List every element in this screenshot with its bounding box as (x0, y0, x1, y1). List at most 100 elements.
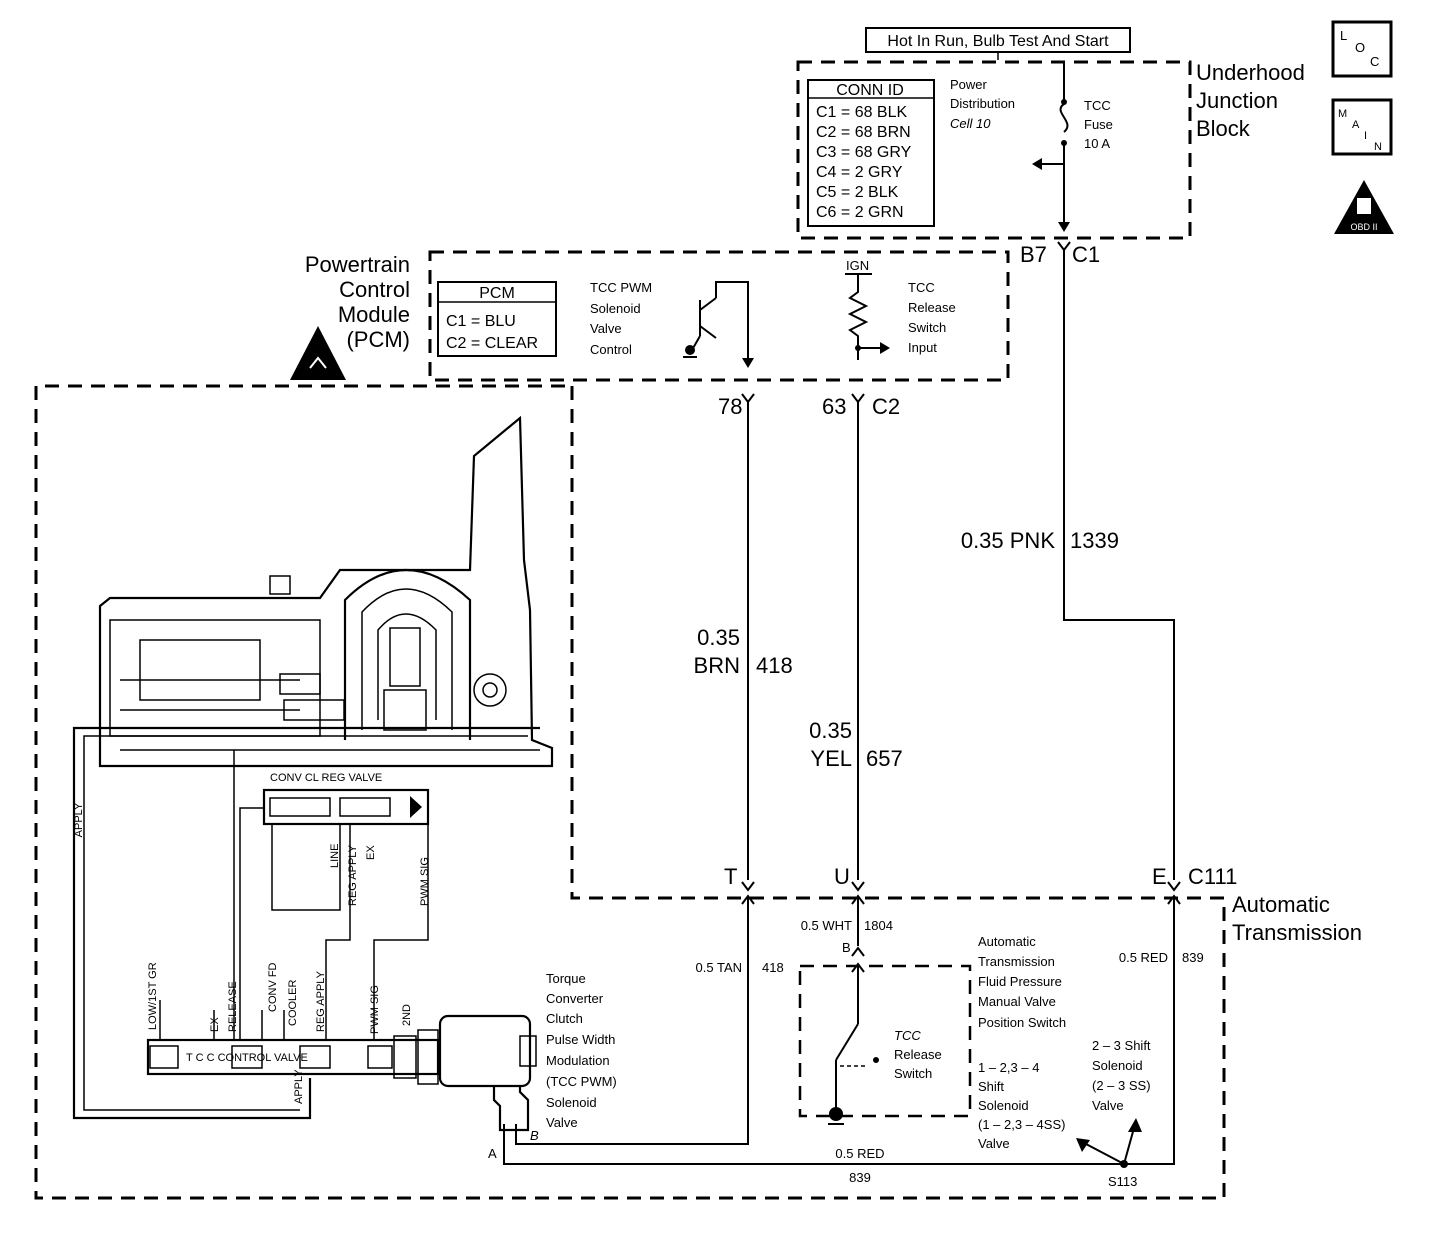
conn-row: C6 = 2 GRN (816, 204, 904, 221)
main-icon-a: A (1352, 119, 1360, 131)
solenoid-label-1: Torque (546, 971, 586, 986)
shift23-lead (1123, 1127, 1135, 1165)
port-label: 2ND (401, 1004, 413, 1026)
pin-78: 78 (718, 394, 742, 419)
valve-plug (393, 1035, 417, 1079)
pressure-switch-label-2: Transmission (978, 954, 1055, 969)
yel-color-label: YEL (810, 746, 852, 771)
port-label: COOLER (287, 979, 299, 1026)
red-right-circuit: 839 (1182, 950, 1204, 965)
hot-in-run-label: Hot In Run, Bulb Test And Start (887, 33, 1109, 50)
tcc-pwm-solenoid (438, 1014, 532, 1088)
ground-icon (829, 1107, 843, 1121)
solenoid-label-5: Modulation (546, 1053, 610, 1068)
pump-gear (473, 673, 507, 707)
transistor-collector (699, 297, 717, 311)
pin-e: E (1152, 864, 1167, 889)
wht-circuit: 1804 (864, 918, 893, 933)
shift23-label-4: Valve (1092, 1098, 1124, 1113)
stator (383, 689, 427, 731)
pcm-conn-row: C2 = CLEAR (446, 335, 538, 352)
pcm-title-4: (PCM) (346, 327, 410, 352)
cell-label: Cell 10 (950, 116, 991, 131)
pwm-output-wire (715, 281, 749, 360)
junction-title-2: Junction (1196, 88, 1278, 113)
valve-land (149, 1045, 179, 1069)
pwm-label-1: TCC PWM (590, 280, 652, 295)
solenoid-label-6: (TCC PWM) (546, 1074, 617, 1089)
connector-chevron (851, 894, 865, 905)
obd-icon-badge (1357, 198, 1371, 214)
transmission-cutaway-illustration (98, 415, 554, 768)
port-label: RELEASE (227, 981, 239, 1032)
connector-chevron (851, 946, 865, 957)
wire-pnk-1339 (1063, 250, 1175, 880)
automatic-transmission-block (34, 384, 1226, 1200)
pwm-sig-passage (373, 824, 429, 1040)
release-switch-contact (835, 1023, 859, 1061)
transmission-title-1: Automatic (1232, 892, 1330, 917)
torque-converter-middle (361, 588, 453, 730)
valve-detail (283, 699, 345, 721)
junction-title-3: Block (1196, 116, 1251, 141)
pullup-resistor (847, 274, 869, 360)
valve-detail (279, 673, 321, 695)
loc-icon-l: L (1340, 28, 1347, 43)
pnk-circuit-label: 1339 (1070, 528, 1119, 553)
pin-c2: C2 (872, 394, 900, 419)
ground-icon (685, 345, 695, 355)
solenoid-label-2: Converter (546, 991, 604, 1006)
valve-spring-icon (410, 796, 422, 818)
pcm-conn-table (437, 281, 557, 357)
power-dist-label-1: Power (950, 77, 988, 92)
junction-title-1: Underhood (1196, 60, 1305, 85)
brn-color-label: BRN (694, 653, 740, 678)
valve-spool (269, 797, 331, 817)
pressure-switch-label-5: Position Switch (978, 1015, 1066, 1030)
line-passage (271, 824, 341, 911)
port-label: LOW/1ST GR (147, 962, 159, 1030)
fuse-label-3: 10 A (1084, 136, 1110, 151)
connector-chevron (741, 881, 755, 892)
pressure-switch-label-3: Fluid Pressure (978, 974, 1062, 989)
shift124-label-2: Shift (978, 1079, 1004, 1094)
pcm-conn-row: C1 = BLU (446, 313, 516, 330)
switch-open-contact (873, 1057, 879, 1063)
pressure-switch-box (798, 964, 972, 1118)
esd-hand-icon (309, 356, 327, 369)
wire-red-839 (503, 898, 1175, 1165)
apply-bottom-label: APPLY (293, 1069, 305, 1104)
pin-u: U (834, 864, 850, 889)
solenoid-label-8: Valve (546, 1115, 578, 1130)
reg-apply-passage (325, 824, 351, 1040)
torque-converter-inner (377, 613, 437, 720)
fuse-terminal-top (1061, 99, 1067, 105)
arrow-down-icon (742, 358, 754, 368)
shift23-label-2: Solenoid (1092, 1058, 1143, 1073)
conn-row: C5 = 2 BLK (816, 184, 899, 201)
release-switch-label-1: TCC (894, 1028, 921, 1043)
esd-warning-icon (290, 326, 346, 380)
upper-port-label: EX (365, 845, 377, 860)
shift124-label-1: 1 – 2,3 – 4 (978, 1060, 1039, 1075)
power-dist-label-2: Distribution (950, 96, 1015, 111)
turbine-hub (389, 627, 421, 687)
pump-gear-hub (482, 682, 498, 698)
yel-circuit-label: 657 (866, 746, 903, 771)
pin-c1: C1 (1072, 242, 1100, 267)
transistor-emitter (699, 325, 717, 339)
solenoid-connector (492, 1086, 530, 1132)
plug (269, 575, 291, 595)
pwm-label-2: Solenoid (590, 301, 641, 316)
pwm-label-3: Valve (590, 321, 622, 336)
connector-chevron (1167, 894, 1181, 905)
fuse-label-2: Fuse (1084, 117, 1113, 132)
pin-a: A (488, 1146, 497, 1161)
release-label-4: Input (908, 340, 937, 355)
upper-port-label: PWM SIG (419, 857, 431, 906)
underhood-junction-block (796, 60, 1192, 240)
torque-converter-outer (343, 569, 472, 740)
yel-gauge-label: 0.35 (809, 718, 852, 743)
pin-63: 63 (822, 394, 846, 419)
